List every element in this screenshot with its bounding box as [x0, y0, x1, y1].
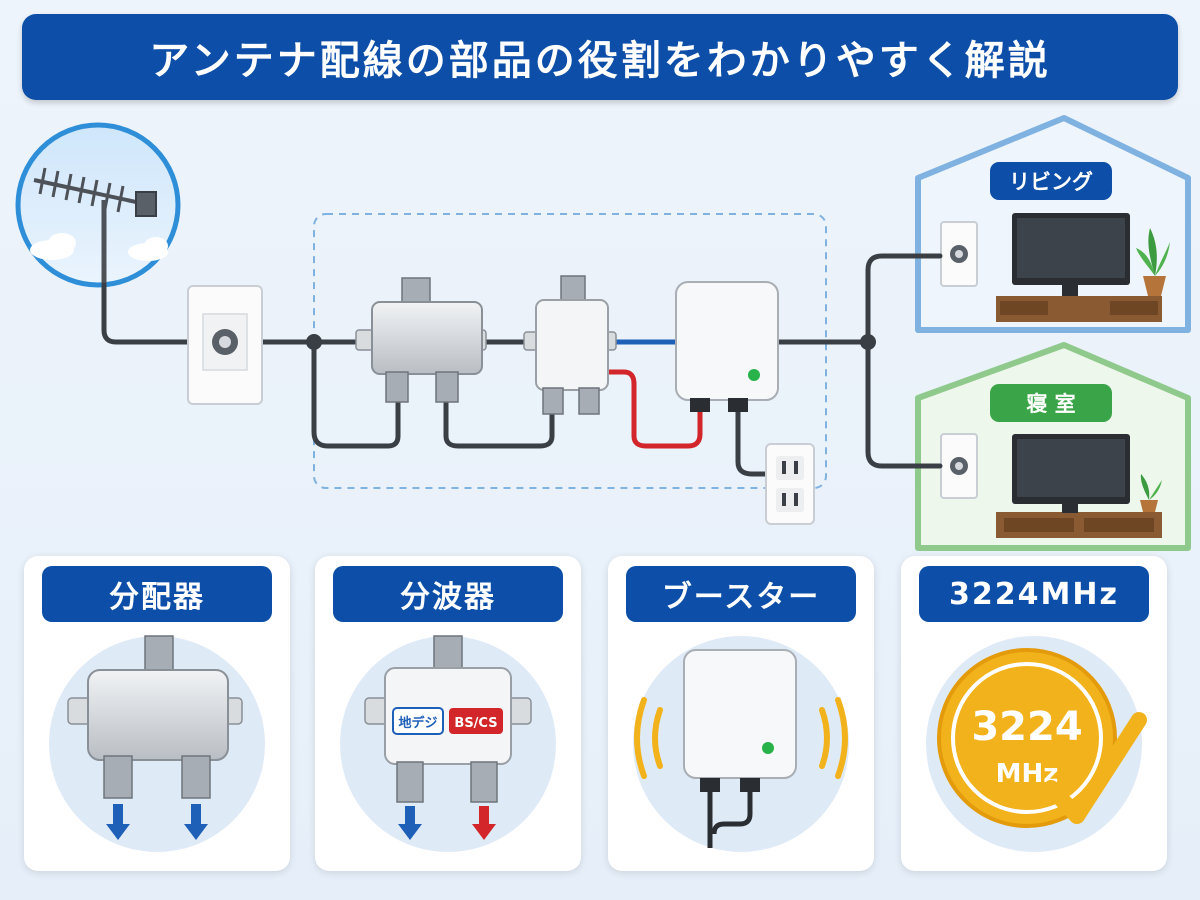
bscs-tag-text: BS/CS: [454, 716, 497, 731]
page-title: アンテナ配線の部品の役割をわかりやすく解説: [149, 38, 1051, 84]
frequency-badge-number: 3224: [971, 704, 1082, 750]
demux-icon: 地デジ BS/CS: [340, 635, 556, 852]
terrestrial-tag: [392, 707, 444, 735]
distributor-device: [355, 277, 487, 403]
frequency-badge-icon: 3224 MHz: [926, 636, 1147, 852]
uhf-signal-cable: [600, 369, 703, 449]
booster-card: ブースター: [608, 556, 874, 871]
booster-icon: [633, 636, 849, 852]
bedroom-house: [915, 342, 1191, 551]
booster-device: [675, 281, 779, 412]
demux-device: [523, 275, 617, 415]
bscs-tag: [449, 708, 503, 734]
distributor-label: 分配器: [42, 566, 272, 622]
bedroom-label: 寝 室: [990, 384, 1112, 422]
frequency-label: 3224MHz: [919, 566, 1149, 622]
power-outlet: [765, 443, 815, 525]
wall-antenna-outlet: [187, 285, 263, 405]
demux-card: 分波器 地デジ BS/CS: [315, 556, 581, 871]
checkmark-icon: [1043, 712, 1147, 824]
title-banner: アンテナ配線の部品の役割をわかりやすく解説: [22, 14, 1178, 100]
coax-cables: [101, 253, 943, 477]
distributor-icon: [49, 635, 265, 852]
terrestrial-tag-text: 地デジ: [398, 715, 437, 731]
living-room-label: リビング: [990, 162, 1112, 200]
wiring-diagram: [15, 115, 1191, 551]
frequency-card: 3224MHz 3224 MHz: [901, 556, 1167, 871]
living-room-house: [915, 115, 1191, 333]
signal-waves-icon: [634, 697, 848, 779]
booster-label: ブースター: [626, 566, 856, 622]
demux-label: 分波器: [333, 566, 563, 622]
antenna-icon: [15, 122, 181, 288]
distributor-card: 分配器: [24, 556, 290, 871]
